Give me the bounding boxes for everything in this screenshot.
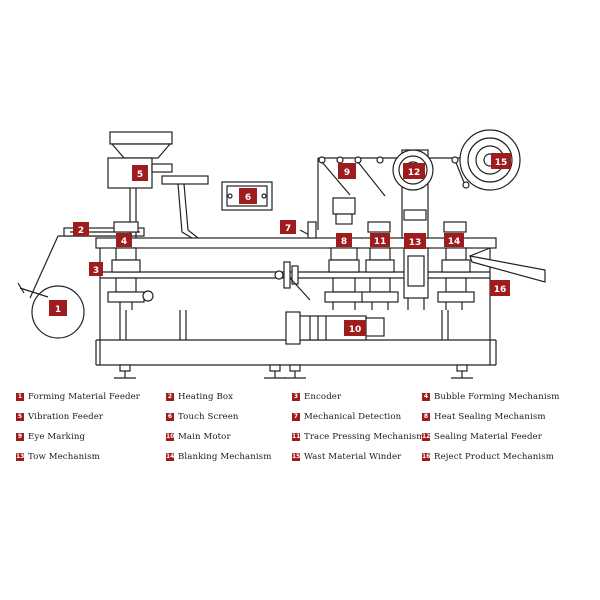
badge-1: 1 xyxy=(49,300,67,316)
machine-body xyxy=(95,237,497,379)
badge-16: 16 xyxy=(490,280,510,296)
badge-12: 12 xyxy=(403,163,425,179)
legend-label: Bubble Forming Mechanism xyxy=(434,392,560,402)
badge-8: 8 xyxy=(336,233,352,247)
svg-text:4: 4 xyxy=(121,237,127,247)
forming-material-roll xyxy=(17,235,118,339)
legend-badge: 8 xyxy=(422,413,430,421)
svg-text:6: 6 xyxy=(245,193,251,203)
legend-label: Heat Sealing Mechanism xyxy=(434,412,546,422)
legend-badge: 3 xyxy=(292,393,300,401)
svg-text:7: 7 xyxy=(285,224,291,234)
legend-item: 7 Mechanical Detection xyxy=(292,410,401,424)
legend-item: 5 Vibration Feeder xyxy=(16,410,103,424)
legend-badge: 14 xyxy=(166,453,175,461)
legend-badge: 5 xyxy=(16,413,24,421)
badge-6: 6 xyxy=(239,188,257,204)
waste-winder xyxy=(451,129,521,191)
svg-text:10: 10 xyxy=(349,325,362,335)
legend-label: Wast Material Winder xyxy=(304,452,402,462)
svg-text:16: 16 xyxy=(494,285,507,295)
svg-text:12: 12 xyxy=(408,168,421,178)
badge-14: 14 xyxy=(444,233,464,247)
svg-text:2: 2 xyxy=(78,226,84,236)
legend-badge: 12 xyxy=(422,433,431,441)
badge-10: 10 xyxy=(344,320,366,336)
legend-item: 8 Heat Sealing Mechanism xyxy=(422,410,546,424)
legend-item: 2 Heating Box xyxy=(166,390,233,404)
legend-label: Encoder xyxy=(304,392,342,402)
badge-9: 9 xyxy=(338,163,356,179)
legend-badge: 4 xyxy=(422,393,430,401)
legend-item: 1 Forming Material Feeder xyxy=(16,390,140,404)
badge-4: 4 xyxy=(116,233,132,247)
legend-badge: 6 xyxy=(166,413,174,421)
legend-label: Forming Material Feeder xyxy=(28,392,141,402)
legend-label: Blanking Mechanism xyxy=(178,452,272,462)
legend-label: Main Motor xyxy=(178,432,231,442)
svg-text:15: 15 xyxy=(495,158,508,168)
badge-15: 15 xyxy=(491,153,511,169)
legend-item: 9 Eye Marking xyxy=(16,430,85,444)
svg-text:3: 3 xyxy=(93,266,99,276)
legend-badge: 15 xyxy=(292,453,301,461)
svg-text:9: 9 xyxy=(344,168,350,178)
badge-5: 5 xyxy=(132,165,148,181)
svg-text:8: 8 xyxy=(341,237,347,247)
legend-badge: 7 xyxy=(292,413,300,421)
legend-badge: 1 xyxy=(16,393,24,401)
legend-label: Vibration Feeder xyxy=(28,412,104,422)
legend-label: Eye Marking xyxy=(28,432,86,442)
badge-11: 11 xyxy=(370,233,390,247)
legend-label: Tow Mechanism xyxy=(28,452,100,462)
legend-badge: 2 xyxy=(166,393,174,401)
legend-label: Heating Box xyxy=(178,392,234,402)
badge-13: 13 xyxy=(404,233,426,249)
legend-label: Touch Screen xyxy=(178,412,239,422)
legend-item: 4 Bubble Forming Mechanism xyxy=(422,390,559,404)
callout-badges: 1 2 3 4 5 6 7 8 9 10 11 12 13 14 15 16 xyxy=(49,153,511,336)
legend-label: Mechanical Detection xyxy=(304,412,402,422)
svg-text:1: 1 xyxy=(55,305,61,315)
main-motor xyxy=(285,311,385,345)
legend-badge: 10 xyxy=(166,433,175,441)
badge-3: 3 xyxy=(89,262,103,276)
legend-badge: 11 xyxy=(292,433,301,441)
legend-item: 3 Encoder xyxy=(292,390,341,404)
shaft-gears xyxy=(274,261,311,301)
mechanical-detection xyxy=(299,221,317,239)
legend-badge: 13 xyxy=(16,453,25,461)
legend-item: 6 Touch Screen xyxy=(166,410,239,424)
reject-chute xyxy=(469,247,546,283)
station-columns xyxy=(107,149,475,310)
svg-text:13: 13 xyxy=(409,238,422,248)
legend-label: Reject Product Mechanism xyxy=(434,452,555,462)
badge-7: 7 xyxy=(280,220,296,234)
legend-badge: 16 xyxy=(422,453,431,461)
svg-text:14: 14 xyxy=(448,237,461,247)
svg-text:11: 11 xyxy=(374,237,387,247)
legend-badge: 9 xyxy=(16,433,24,441)
legend-label: Trace Pressing Mechanism xyxy=(304,432,425,442)
svg-text:5: 5 xyxy=(137,170,143,180)
legend-label: Sealing Material Feeder xyxy=(434,432,542,442)
badge-2: 2 xyxy=(73,222,89,236)
